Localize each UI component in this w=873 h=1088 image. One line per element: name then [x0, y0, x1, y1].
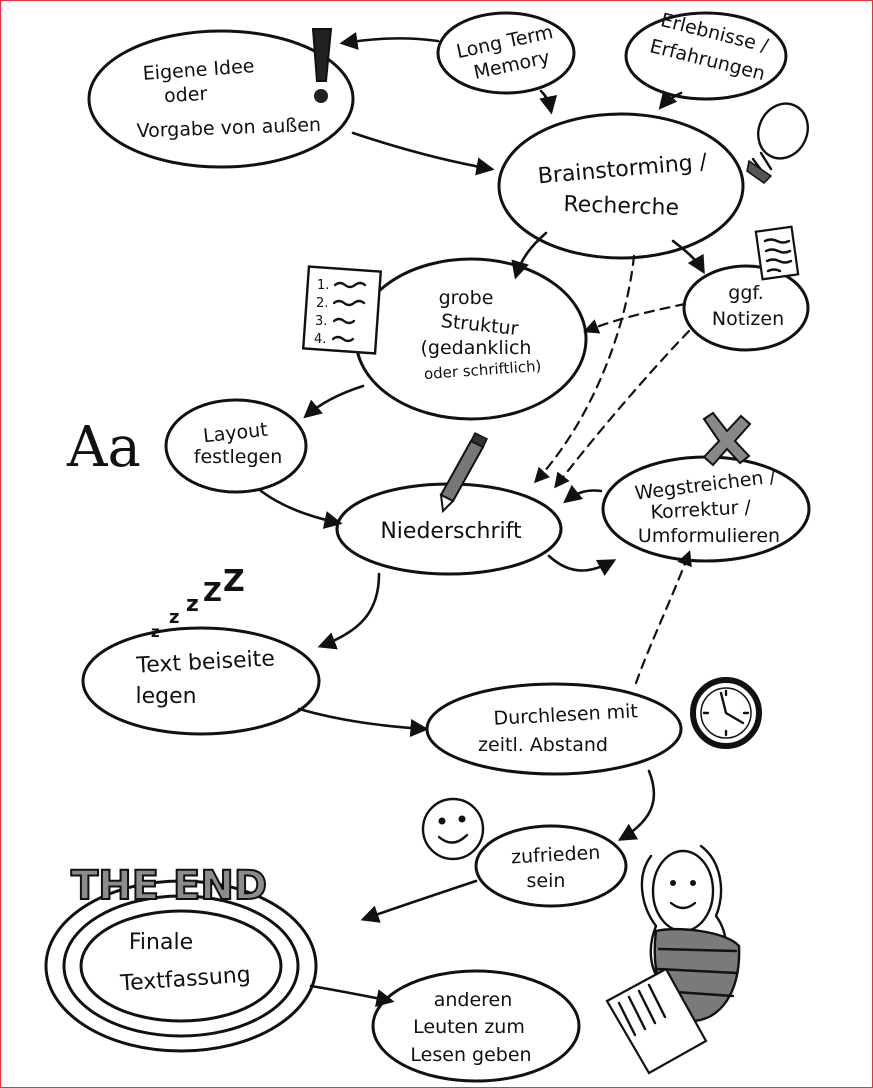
- arrow-zufrieden-to-finale: [360, 879, 478, 923]
- node-finale-line1: Finale: [129, 930, 193, 955]
- the-end-label: THE END: [70, 862, 268, 910]
- node-korrektur-line2: Korrektur /: [650, 496, 752, 523]
- list-icon: 1. 2. 3. 4.: [301, 265, 383, 355]
- list-number-3: 3.: [315, 314, 327, 329]
- node-anderen: anderen Leuten zum Lesen geben: [371, 969, 581, 1083]
- sleep-z-4: z: [169, 607, 179, 628]
- list-number-1: 1.: [317, 278, 329, 293]
- arrow-notizen-to-niederschrift: [554, 329, 691, 489]
- node-zufrieden-line1: zufrieden: [511, 842, 601, 869]
- the-end-text: THE END: [71, 863, 267, 909]
- node-notizen-line1: ggf.: [728, 282, 763, 304]
- arrow-korrektur-to-niederschrift: [563, 484, 603, 504]
- list-number-4: 4.: [314, 332, 326, 347]
- node-struktur-line3: (gedanklich: [421, 337, 532, 359]
- node-layout: Layout festlegen: [164, 398, 308, 494]
- node-brainstorming-line2: Recherche: [563, 192, 679, 221]
- font-sample-aa: Aa: [66, 415, 141, 480]
- person-reading-icon: [605, 844, 741, 1075]
- arrow-durchlesen-to-zufrieden: [617, 769, 656, 841]
- sleep-z-2: Z: [203, 578, 222, 608]
- arrow-memory-to-idee: [339, 31, 440, 50]
- arrow-brainstorming-to-notizen: [671, 239, 705, 275]
- sleep-z-1: Z: [223, 564, 245, 599]
- arrow-finale-to-anderen: [309, 984, 395, 1008]
- node-durchlesen: Durchlesen mit zeitl. Abstand: [425, 682, 683, 776]
- node-idee-line2: oder: [164, 83, 208, 107]
- node-idee: Eigene Idee oder Vorgabe von außen: [87, 29, 355, 169]
- arrow-idee-to-brainstorming: [351, 131, 495, 176]
- node-korrektur: Wegstreichen / Korrektur / Umformulieren: [601, 455, 811, 563]
- node-anderen-line3: Lesen geben: [410, 1044, 531, 1066]
- arrow-struktur-to-layout: [303, 384, 365, 419]
- node-notizen-line2: Notizen: [712, 308, 784, 330]
- node-struktur-line1: grobe: [439, 287, 494, 309]
- sleep-icon: Z Z z z z: [151, 564, 245, 641]
- node-anderen-line2: Leuten zum: [413, 1016, 525, 1038]
- list-number-2: 2.: [316, 296, 328, 311]
- cross-icon: [702, 411, 752, 467]
- node-durchlesen-line2: zeitl. Abstand: [478, 734, 608, 756]
- arrow-erlebnisse-to-brainstorming: [658, 89, 683, 110]
- sleep-z-5: z: [151, 623, 160, 641]
- node-niederschrift-label: Niederschrift: [380, 519, 522, 544]
- node-finale: Finale Textfassung: [44, 879, 318, 1053]
- sleep-z-3: z: [186, 592, 199, 617]
- node-struktur: grobe Struktur (gedanklich oder schriftl…: [354, 257, 588, 421]
- node-beiseite: Text beiseite legen: [81, 626, 321, 736]
- arrow-niederschrift-to-korrektur: [547, 554, 617, 576]
- node-notizen: ggf. Notizen: [682, 264, 810, 352]
- arrow-layout-to-niederschrift: [259, 489, 343, 529]
- arrow-durchlesen-to-korrektur: [634, 550, 692, 685]
- node-zufrieden: zufrieden sein: [474, 824, 628, 908]
- arrow-brainstorming-to-struktur: [511, 231, 548, 280]
- arrow-notizen-to-struktur: [583, 302, 687, 334]
- arrow-niederschrift-to-beiseite: [317, 572, 381, 650]
- smiley-icon: [421, 797, 485, 861]
- node-beiseite-line2: legen: [135, 684, 196, 709]
- node-layout-line2: festlegen: [194, 446, 283, 468]
- node-erlebnisse: Erlebnisse / Erfahrungen: [624, 9, 788, 101]
- lightbulb-icon: [746, 102, 809, 184]
- node-anderen-line1: anderen: [434, 989, 513, 1011]
- node-brainstorming: Brainstorming / Recherche: [497, 112, 745, 260]
- notepad-icon: [754, 225, 800, 281]
- pencil-icon: [439, 431, 489, 514]
- clock-icon: [690, 677, 762, 749]
- node-memory: Long Term Memory: [436, 11, 576, 95]
- arrow-beiseite-to-durchlesen: [297, 707, 429, 738]
- node-zufrieden-line2: sein: [527, 870, 566, 892]
- node-korrektur-line3: Umformulieren: [638, 525, 780, 547]
- exclamation-icon: [311, 28, 333, 103]
- arrows: [259, 31, 705, 1008]
- arrow-memory-to-brainstorming: [539, 89, 558, 115]
